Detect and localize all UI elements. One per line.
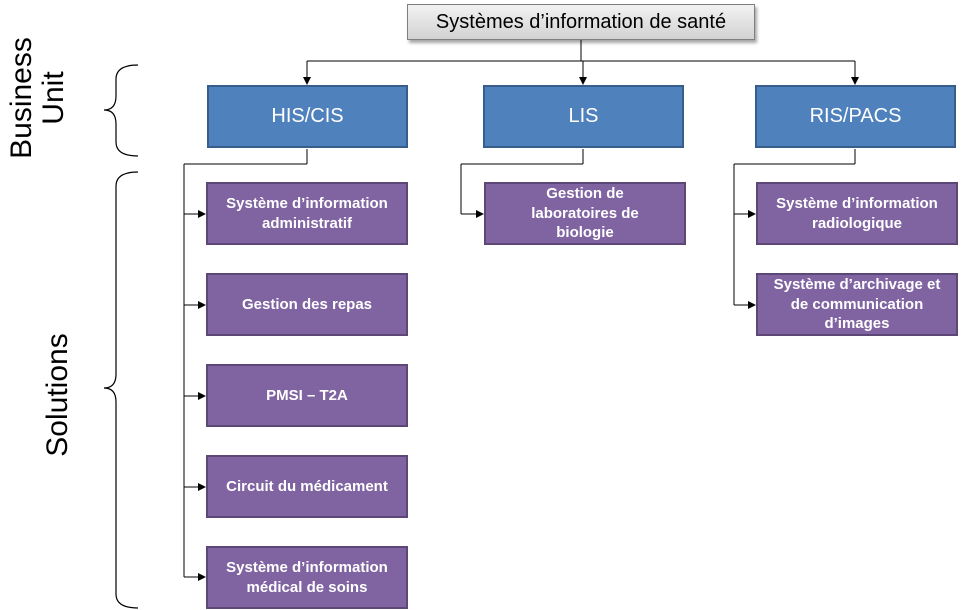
solutions-label: Solutions (41, 333, 74, 457)
solution-text-line: Système d’archivage et (773, 276, 941, 294)
unit-lis: LIS (483, 85, 684, 148)
solution-systeme-archivage-communication-images: Système d’archivage et de communication … (756, 273, 958, 336)
root-connectors (303, 40, 859, 85)
solution-text-line: PMSI – T2A (266, 386, 348, 404)
unit-his-cis: HIS/CIS (207, 85, 408, 148)
solution-text-line: d’images (824, 315, 890, 333)
solution-pmsi-t2a: PMSI – T2A (206, 364, 408, 427)
solution-text-line: biologie (556, 224, 614, 242)
solution-systeme-information-medical-de-soins: Système d’information médical de soins (206, 546, 408, 609)
solution-circuit-du-medicament: Circuit du médicament (206, 455, 408, 518)
root-node: Systèmes d’information de santé (407, 4, 755, 40)
solution-gestion-de-laboratoires-de-biologie: Gestion de laboratoires de biologie (484, 182, 686, 245)
unit-ris-pacs: RIS/PACS (755, 85, 956, 148)
business-unit-label-line: Unit (36, 71, 70, 125)
business-unit-label: Business Unit (5, 23, 72, 173)
solution-text-line: radiologique (811, 214, 902, 232)
solution-systeme-information-radiologique: Système d’information radiologique (756, 182, 958, 245)
ris-pacs-connectors (733, 149, 856, 309)
solution-text-line: Gestion de (546, 185, 624, 203)
business-unit-label-line: Business (5, 37, 38, 159)
his-cis-connectors (183, 149, 308, 581)
solution-text-line: Système d’information (776, 195, 938, 212)
solution-text-line: administratif (261, 214, 352, 232)
solution-text-line: Système d’information (226, 559, 388, 576)
solution-text-line: Circuit du médicament (226, 477, 388, 495)
solution-text-line: de communication (790, 295, 924, 313)
solution-text-line: médical de soins (246, 578, 368, 596)
solution-gestion-des-repas: Gestion des repas (206, 273, 408, 336)
solution-text-line: laboratoires de (531, 204, 639, 222)
solutions-brace (103, 171, 139, 609)
solution-systeme-information-administratif: Système d’information administratif (206, 182, 408, 245)
solution-text-line: Gestion des repas (241, 295, 373, 313)
lis-connectors (460, 149, 584, 218)
business-unit-brace (103, 64, 139, 157)
solution-text-line: Système d’information (226, 195, 388, 212)
